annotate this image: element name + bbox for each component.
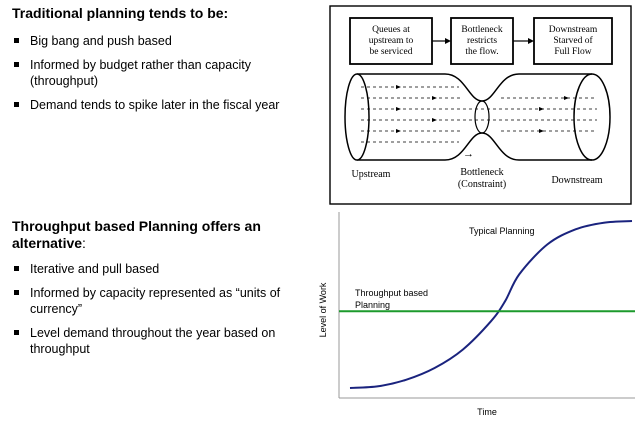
flow-arrow-icon [539, 129, 544, 133]
bullet-text: throughput [30, 342, 90, 356]
typical-planning-curve [349, 220, 633, 389]
bullet-text: (throughput) [30, 74, 99, 88]
traditional-planning-heading: Traditional planning tends to be: [12, 5, 229, 21]
queue-box-line: be serviced [370, 47, 413, 57]
traditional-planning-list: Big bang and push based Informed by budg… [12, 33, 279, 113]
x-axis-label: Time [477, 407, 497, 417]
throughput-planning-heading: Throughput based Planning offers an alte… [12, 218, 261, 252]
downstream-box-line: Full Flow [554, 47, 591, 57]
bottleneck-label: (Constraint) [458, 179, 506, 190]
throughput-planning-label: Planning [355, 300, 390, 310]
heading-alt-word: alternative [12, 235, 83, 251]
level-of-work-chart: Level of Work Time Typical Planning Thro… [318, 212, 635, 417]
bottleneck-box-line: restricts [467, 36, 497, 46]
bottleneck-box [450, 17, 514, 65]
bullet-text: Informed by budget rather than capacity [30, 58, 251, 72]
heading-colon: : [82, 235, 86, 251]
bullet-text: currency” [30, 302, 83, 316]
flow-direction-arrow: → [463, 148, 474, 160]
flow-arrow-icon [432, 118, 437, 122]
y-axis-label: Level of Work [318, 282, 328, 337]
downstream-box-line: Starved of [553, 35, 593, 46]
queue-box-line: upstream to [369, 36, 414, 46]
bullet-item-continuation: throughput [12, 341, 280, 357]
box-arrow-head-icon [528, 38, 534, 44]
flow-arrowheads [396, 85, 569, 133]
downstream-label: Downstream [551, 175, 602, 186]
queue-box [349, 17, 433, 65]
flow-arrow-icon [564, 96, 569, 100]
upstream-label: Upstream [352, 169, 391, 180]
bullet-square-icon [14, 290, 19, 295]
bullet-square-icon [14, 330, 19, 335]
queue-box-line: Queues at [372, 25, 410, 35]
bottleneck-throat-ellipse [474, 100, 490, 134]
heading-line-2: alternative: [12, 235, 261, 252]
bullet-item: Big bang and push based [12, 33, 279, 49]
downstream-box-line: Downstream [549, 25, 598, 35]
flow-arrow-icon [396, 107, 401, 111]
flow-arrow-icon [396, 85, 401, 89]
bottleneck-label: Bottleneck [460, 167, 503, 178]
bullet-item: Informed by capacity represented as “uni… [12, 285, 280, 301]
bullet-item: Iterative and pull based [12, 261, 280, 277]
throughput-planning-list: Iterative and pull based Informed by cap… [12, 261, 280, 357]
flow-arrow-icon [396, 129, 401, 133]
bullet-square-icon [14, 102, 19, 107]
bullet-text: Big bang and push based [30, 34, 172, 48]
flow-arrow-icon [539, 107, 544, 111]
bullet-item-continuation: currency” [12, 301, 280, 317]
bullet-square-icon [14, 62, 19, 67]
pipe-outlet-ellipse [573, 73, 611, 161]
downstream-box [533, 17, 613, 65]
bullet-item: Informed by budget rather than capacity [12, 57, 279, 73]
pipe-inlet-ellipse [344, 73, 370, 161]
bullet-text: Level demand throughout the year based o… [30, 326, 276, 340]
heading-line-1: Throughput based Planning offers an [12, 218, 261, 234]
bottleneck-flow-diagram: Queues at upstream to be serviced Bottle… [329, 5, 632, 205]
flow-arrow-icon [432, 96, 437, 100]
bullet-text: Demand tends to spike later in the fisca… [30, 98, 280, 112]
bullet-item: Demand tends to spike later in the fisca… [12, 97, 279, 113]
throughput-planning-label: Throughput based [355, 288, 428, 298]
bullet-item: Level demand throughout the year based o… [12, 325, 280, 341]
box-arrow-head-icon [445, 38, 451, 44]
bottleneck-box-line: the flow. [465, 46, 498, 57]
bullet-square-icon [14, 38, 19, 43]
bullet-text: Iterative and pull based [30, 262, 160, 276]
bullet-square-icon [14, 266, 19, 271]
bottleneck-box-line: Bottleneck [461, 25, 502, 35]
typical-planning-label: Typical Planning [469, 226, 535, 236]
bullet-item-continuation: (throughput) [12, 73, 279, 89]
bullet-text: Informed by capacity represented as “uni… [30, 286, 281, 300]
flow-lines [361, 86, 597, 143]
